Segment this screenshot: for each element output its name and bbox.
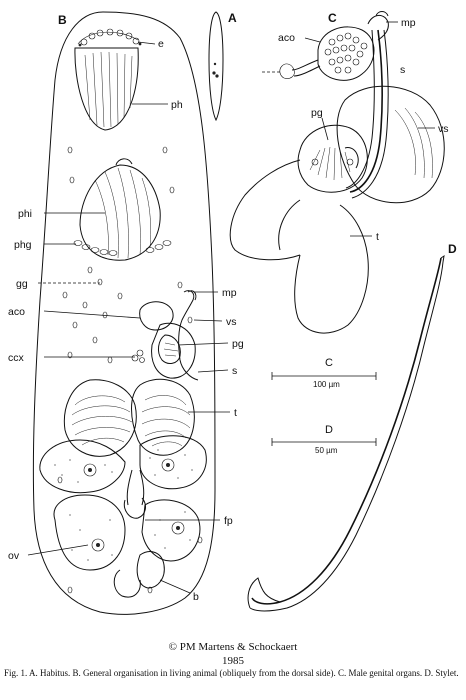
label-ov: ov	[8, 550, 20, 562]
scale-bar-c: C 100 µm	[271, 357, 377, 389]
labels-c: aco mp s pg vs t	[278, 17, 449, 243]
panel-letter-c: C	[328, 11, 337, 25]
panel-c-male-genital: C	[229, 11, 449, 334]
label-vs: vs	[226, 316, 237, 328]
scale-bar-d: D 50 µm	[271, 424, 377, 455]
label-c-s: s	[400, 64, 405, 76]
label-b: b	[193, 591, 199, 603]
eyes-ring	[77, 28, 142, 47]
pharynx-intestine	[79, 158, 161, 261]
label-c-vs: vs	[438, 123, 449, 135]
label-ph: ph	[171, 99, 183, 111]
label-s: s	[232, 365, 237, 377]
label-c-t: t	[376, 231, 379, 243]
female-pore	[123, 469, 146, 519]
label-phi: phi	[18, 208, 32, 220]
panel-b-organisation: B	[8, 11, 244, 615]
scale-text-c: 100 µm	[313, 380, 340, 389]
labels-b: e ph phi phg gg mp aco vs ccx pg s t	[8, 38, 244, 603]
male-organ-small	[131, 290, 199, 381]
body-outline	[32, 11, 216, 615]
figure-drawing: A B	[8, 11, 457, 615]
label-c-pg: pg	[311, 107, 323, 119]
panel-letter-d: D	[448, 242, 457, 256]
panel-letter-b: B	[58, 13, 67, 27]
label-aco: aco	[8, 306, 25, 318]
label-gg: gg	[16, 278, 28, 290]
label-mp: mp	[222, 287, 237, 299]
year: 1985	[222, 655, 244, 667]
label-ccx: ccx	[8, 352, 25, 364]
testis-c	[229, 159, 369, 334]
pharynx-glands	[73, 240, 172, 256]
label-phg: phg	[14, 239, 32, 251]
scale-text-d: 50 µm	[315, 446, 338, 455]
label-e: e	[158, 38, 164, 50]
prostate-gland	[297, 124, 368, 193]
copyright: © PM Martens & Schockaert	[168, 641, 298, 653]
figure-caption: Fig. 1. A. Habitus. B. General organisat…	[4, 668, 459, 678]
label-t: t	[234, 407, 237, 419]
testes	[63, 378, 195, 457]
accessory-organ	[262, 26, 375, 81]
scale-letter-c: C	[325, 357, 333, 369]
label-c-mp: mp	[401, 17, 416, 29]
stylet	[251, 257, 442, 605]
label-c-aco: aco	[278, 32, 295, 44]
bursa	[113, 551, 165, 598]
panel-letter-a: A	[228, 11, 237, 25]
seminal-vesicle	[336, 85, 445, 204]
panel-d-stylet: D	[247, 242, 457, 612]
male-pore	[345, 11, 389, 199]
granules	[57, 146, 203, 594]
ovaries	[39, 435, 207, 571]
label-fp: fp	[224, 515, 233, 527]
panel-a-habitus: A	[208, 11, 237, 122]
label-pg: pg	[232, 338, 244, 350]
pharynx	[74, 47, 139, 131]
scale-letter-d: D	[325, 424, 333, 436]
